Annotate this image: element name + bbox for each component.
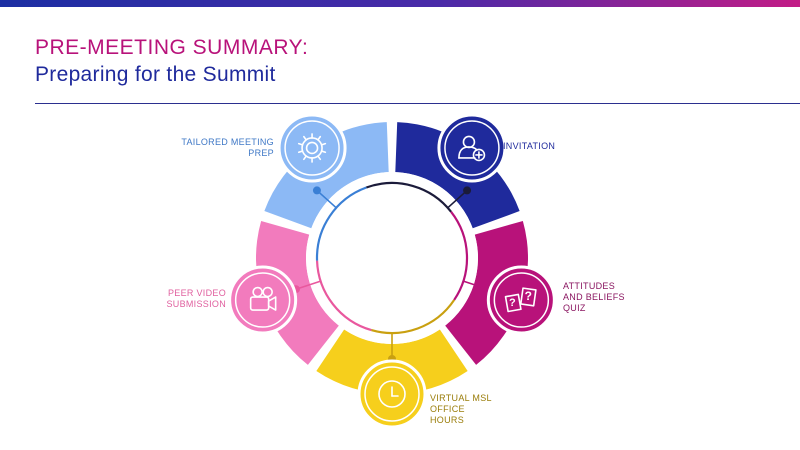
inner-ring	[315, 181, 469, 335]
connector-line	[295, 280, 321, 290]
label-line: INVITATION	[503, 141, 556, 151]
user-plus-icon	[437, 113, 507, 183]
center-disc	[306, 172, 478, 344]
connector-dot	[463, 186, 472, 195]
gear-icon	[277, 113, 347, 183]
label-line: SUBMISSION	[166, 299, 226, 309]
question-cards-icon: ??	[486, 265, 556, 335]
ring-arc	[450, 211, 469, 301]
label-invitation: INVITATION	[503, 141, 555, 152]
ring-arc	[371, 299, 456, 335]
label-peer-video: PEER VIDEO SUBMISSION	[140, 288, 226, 310]
label-line: QUIZ	[563, 303, 586, 313]
label-line: VIRTUAL MSL	[430, 393, 492, 403]
connector-line	[463, 280, 489, 290]
connector-line	[447, 189, 468, 209]
connector-line	[316, 189, 337, 209]
label-line: PEER VIDEO	[167, 288, 226, 298]
label-virtual-msl: VIRTUAL MSL OFFICE HOURS	[430, 393, 492, 426]
title-line-1: PRE-MEETING SUMMARY:	[35, 36, 309, 59]
label-line: ATTITUDES	[563, 281, 616, 291]
label-line: OFFICE	[430, 404, 465, 414]
connector-dot	[312, 186, 321, 195]
video-camera-icon	[228, 265, 298, 335]
top-gradient-bar	[0, 0, 800, 7]
title-line-2: Preparing for the Summit	[35, 63, 276, 86]
label-line: PREP	[248, 148, 274, 158]
label-attitudes-quiz: ATTITUDES AND BELIEFS QUIZ	[563, 281, 625, 314]
ring-arc	[315, 186, 367, 261]
label-line: AND BELIEFS	[563, 292, 625, 302]
label-tailored-meeting-prep: TAILORED MEETING PREP	[150, 137, 274, 159]
ring-arc	[315, 260, 372, 332]
label-line: TAILORED MEETING	[181, 137, 274, 147]
icons-group: ??	[228, 113, 556, 429]
ring-arc	[365, 181, 452, 213]
page-title: PRE-MEETING SUMMARY: Preparing for the S…	[35, 35, 308, 89]
title-divider	[35, 103, 800, 104]
label-line: HOURS	[430, 415, 465, 425]
svg-text:?: ?	[509, 297, 516, 309]
svg-text:?: ?	[525, 289, 532, 303]
clock-icon	[357, 359, 427, 429]
